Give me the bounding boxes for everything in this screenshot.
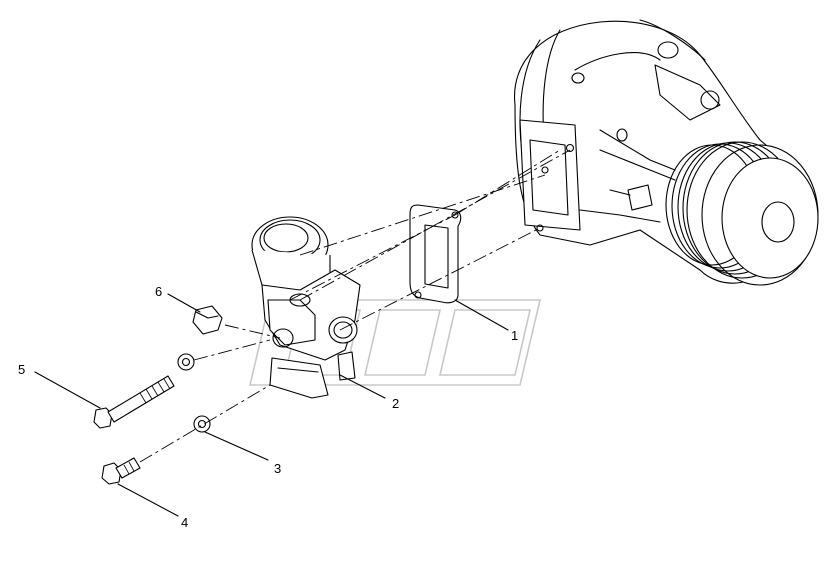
callout-4: 4 [181, 515, 188, 530]
gasket-part-1 [409, 204, 462, 304]
hex-nut-part-6 [192, 305, 223, 335]
callout-1: 1 [511, 328, 518, 343]
callout-2: 2 [392, 396, 399, 411]
thermostat-housing-part-2 [251, 216, 361, 399]
leader-lines [34, 293, 509, 517]
water-pump-housing [513, 19, 819, 286]
callout-5: 5 [18, 362, 25, 377]
washer-part-3 [193, 415, 211, 433]
callout-6: 6 [155, 284, 162, 299]
short-bolt-part-4 [101, 457, 141, 485]
callout-3: 3 [274, 461, 281, 476]
long-bolt-part-5 [93, 375, 175, 429]
washer-upper [177, 353, 195, 371]
assembly-centerlines [139, 149, 571, 463]
